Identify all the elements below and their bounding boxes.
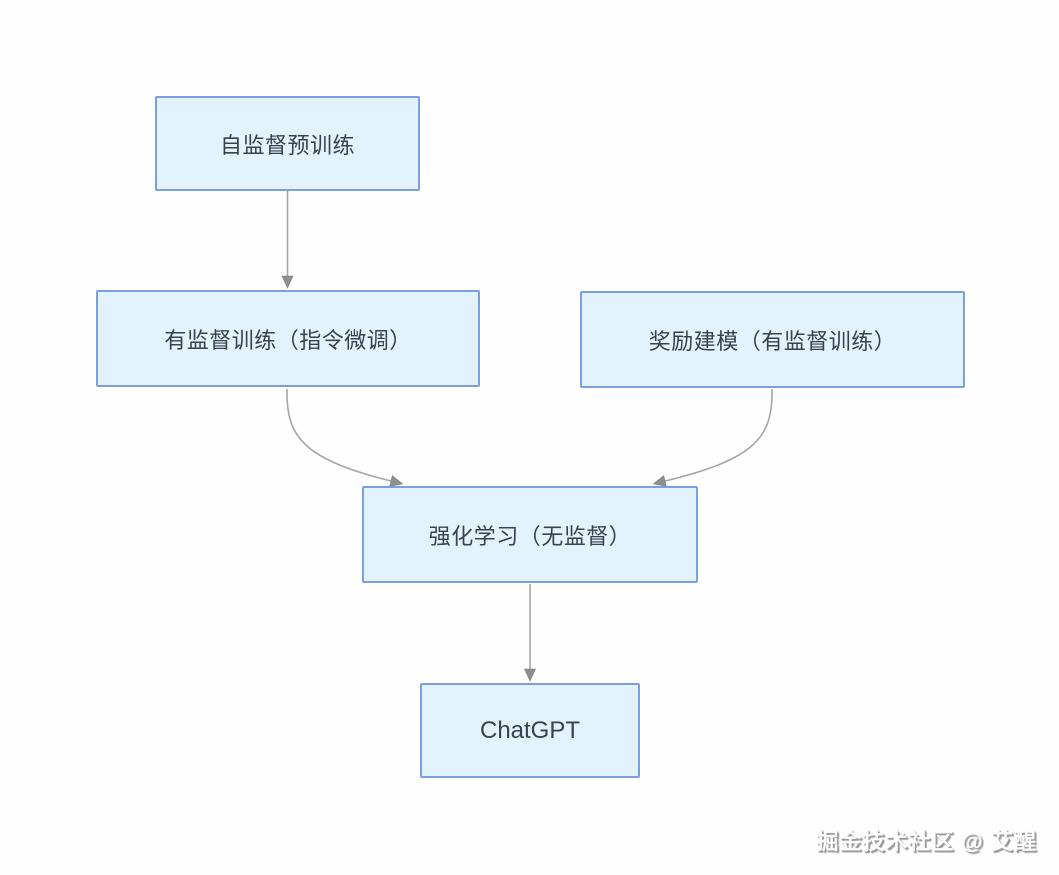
watermark-text: 掘金技术社区 @ 艾醒 — [816, 829, 1037, 854]
node-label: 强化学习（无监督） — [428, 523, 632, 549]
node-reinforcement-learning: 强化学习（无监督） — [362, 486, 698, 583]
node-label: 有监督训练（指令微调） — [164, 327, 412, 353]
node-chatgpt: ChatGPT — [420, 683, 640, 778]
edge-sft-to-rl — [286, 388, 404, 487]
edge-rm-to-rl — [652, 388, 773, 487]
node-self-supervised-pretraining: 自监督预训练 — [155, 96, 420, 191]
node-label: 奖励建模（有监督训练） — [648, 328, 897, 354]
node-reward-modeling: 奖励建模（有监督训练） — [580, 291, 965, 388]
node-label: 自监督预训练 — [219, 132, 355, 158]
node-label: ChatGPT — [479, 716, 581, 744]
node-supervised-training-instruction-tuning: 有监督训练（指令微调） — [96, 290, 480, 387]
